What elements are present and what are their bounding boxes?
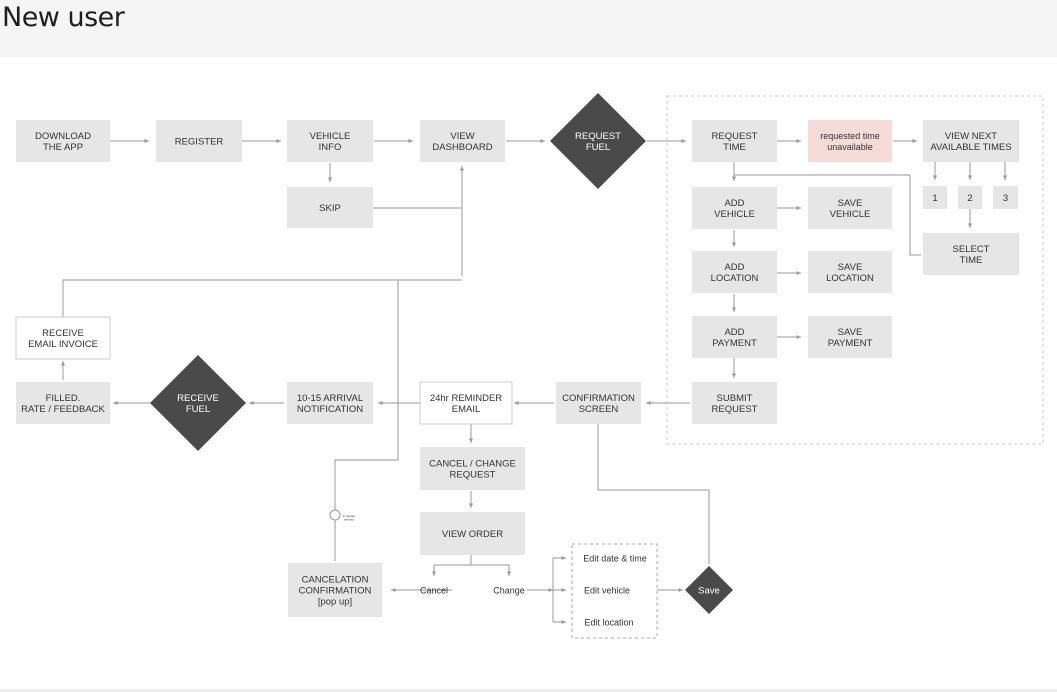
diagram-canvas bbox=[0, 57, 1057, 690]
connector-5 bbox=[373, 166, 464, 209]
confirmation-screen-node bbox=[556, 382, 641, 424]
add-vehicle-node bbox=[692, 187, 777, 229]
requested-unavailable-node bbox=[808, 120, 892, 162]
filled-feedback-node bbox=[16, 382, 110, 424]
save-vehicle-node bbox=[808, 187, 892, 229]
register-node bbox=[156, 120, 242, 162]
request-time-node bbox=[692, 120, 777, 162]
opt1-label: 1 bbox=[932, 193, 937, 204]
receive-fuel-decision bbox=[150, 355, 246, 451]
arrival-notification-node bbox=[287, 382, 373, 424]
reminder-email-node bbox=[419, 381, 513, 425]
connector-34 bbox=[471, 564, 511, 576]
connector-28 bbox=[62, 279, 462, 317]
skip-label: SKIP bbox=[319, 203, 341, 214]
connector-42 bbox=[597, 424, 710, 564]
cancel-change-node bbox=[420, 447, 525, 490]
edit-options-group bbox=[571, 543, 658, 639]
connector-33 bbox=[432, 555, 472, 576]
edit-date-option-label: Edit date & time bbox=[583, 554, 647, 564]
submit-request-node bbox=[692, 382, 777, 424]
view-dashboard-node bbox=[420, 120, 505, 162]
opt3-node bbox=[993, 186, 1018, 209]
save-payment-node bbox=[808, 316, 892, 358]
divider bbox=[0, 689, 1057, 692]
save-decision bbox=[685, 566, 733, 614]
opt3-label: 3 bbox=[1003, 193, 1008, 204]
skip-node bbox=[287, 187, 373, 228]
opt2-label: 2 bbox=[967, 193, 972, 204]
timeout-marker bbox=[329, 509, 341, 521]
view-order-label: VIEW ORDER bbox=[442, 529, 503, 540]
edit-location-option-label: Edit location bbox=[584, 618, 633, 628]
page-title: New user bbox=[2, 2, 125, 33]
select-time-node bbox=[923, 233, 1019, 275]
receive-invoice-node bbox=[15, 316, 111, 360]
opt2-node bbox=[958, 186, 982, 209]
page-header: New user bbox=[0, 0, 1057, 57]
cancel-confirmation-node bbox=[288, 563, 382, 617]
change-option-label: Change bbox=[493, 586, 525, 596]
filled-feedback-label: FILLED.RATE / FEEDBACK bbox=[21, 393, 105, 415]
download-node bbox=[16, 120, 110, 162]
view-next-times-node bbox=[923, 120, 1019, 162]
request-fuel-decision bbox=[550, 93, 646, 189]
save-location-node bbox=[808, 251, 892, 293]
opt1-node bbox=[923, 186, 947, 209]
connector-14 bbox=[734, 174, 921, 256]
save-label: Save bbox=[698, 586, 720, 597]
edit-vehicle-option-label: Edit vehicle bbox=[584, 586, 630, 596]
request-flow-group bbox=[666, 95, 1044, 445]
cancel-option-label: Cancel bbox=[420, 586, 448, 596]
vehicle-info-node bbox=[287, 120, 373, 162]
view-order-node bbox=[420, 512, 525, 555]
add-location-node bbox=[692, 251, 777, 293]
register-label: REGISTER bbox=[175, 137, 224, 148]
add-payment-node bbox=[692, 316, 777, 358]
